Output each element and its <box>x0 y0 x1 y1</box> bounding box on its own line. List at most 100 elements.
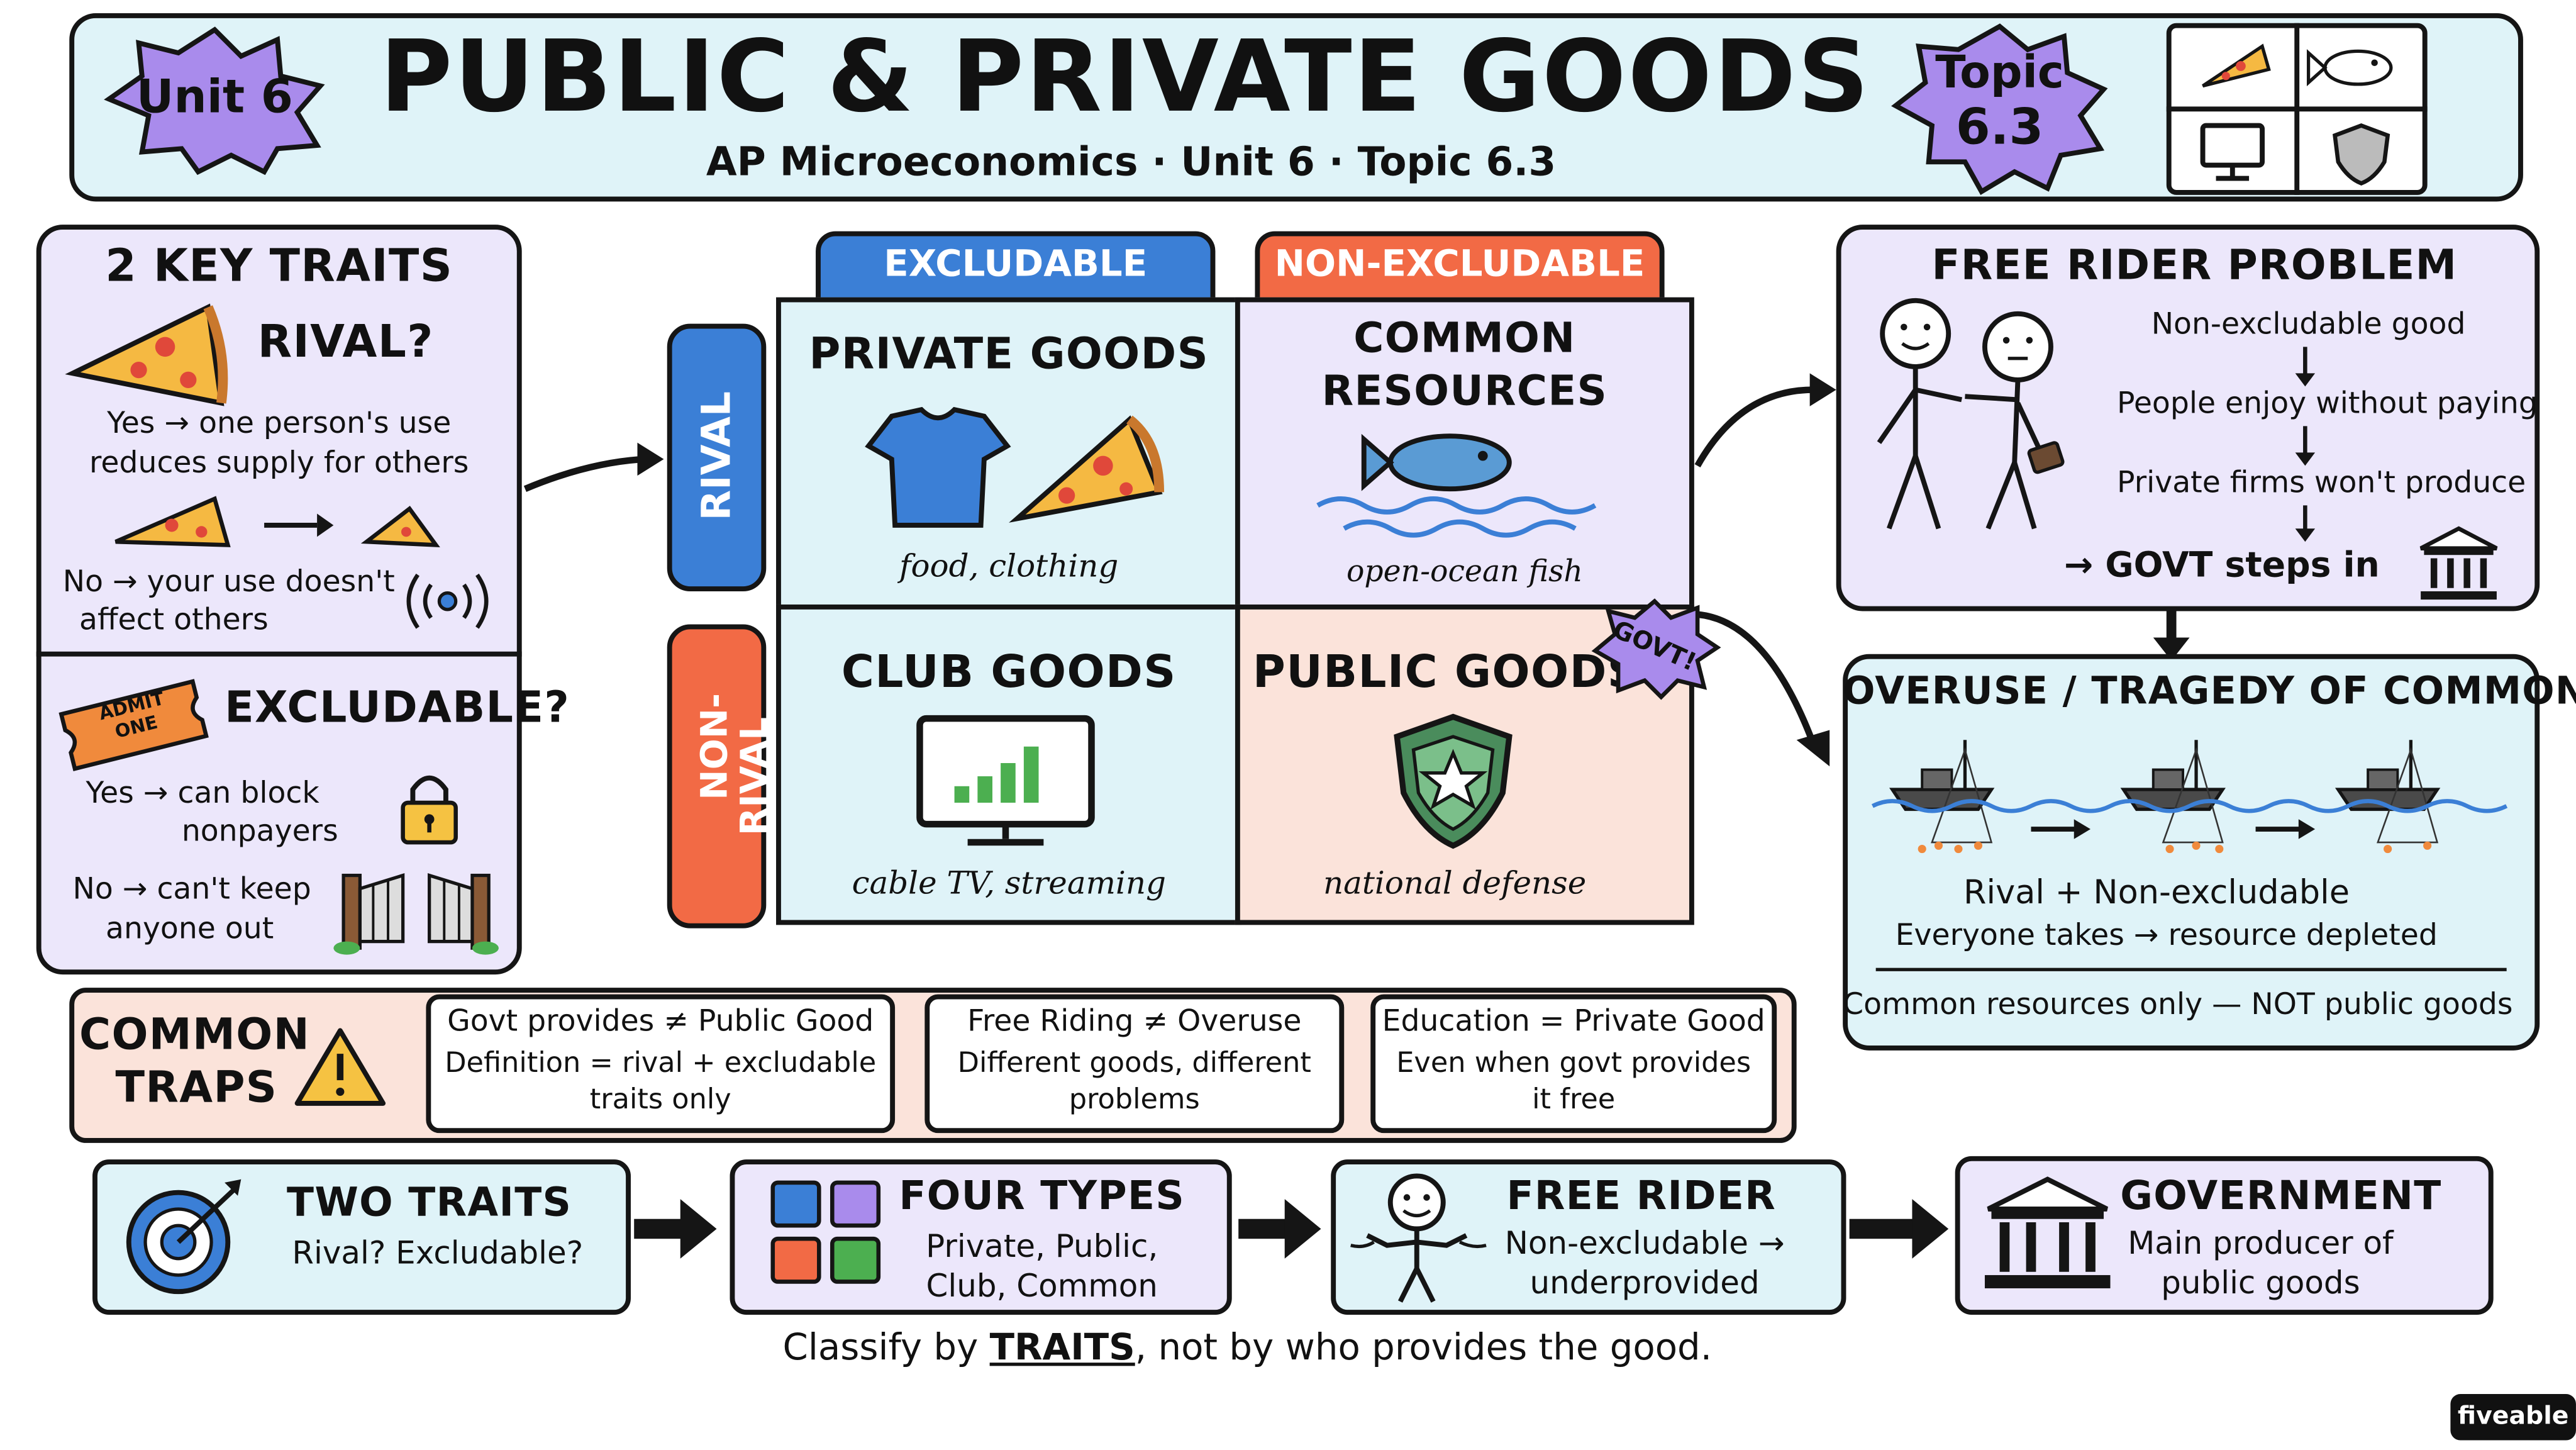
flow-step-4-line-1: Main producer of <box>2128 1225 2394 1262</box>
common-resources-title-2: RESOURCES <box>1321 366 1608 415</box>
pizza-shrinking-icon <box>114 496 440 548</box>
topic-badge-star <box>1891 23 2108 196</box>
unit-badge-star <box>104 26 325 176</box>
common-resources-title-1: COMMON <box>1353 313 1576 362</box>
topic-badge-label-2: 6.3 <box>1955 99 2044 157</box>
trap-3-title: Education = Private Good <box>1382 1004 1765 1039</box>
flow-step-3-title: FREE RIDER <box>1506 1173 1777 1219</box>
arrow-free-rider-to-overuse <box>2153 608 2190 661</box>
trap-1-line-2: traits only <box>589 1083 731 1117</box>
rival-heading: RIVAL? <box>257 317 434 369</box>
rival-yes-text-2: reduces supply for others <box>89 445 469 481</box>
shield-star-icon <box>1394 713 1513 849</box>
flow-step-2-title: FOUR TYPES <box>899 1173 1185 1219</box>
club-goods-example: cable TV, streaming <box>852 865 1166 902</box>
rival-no-text-2: affect others <box>79 603 269 638</box>
unit-badge-label: Unit 6 <box>136 69 293 124</box>
monitor-icon <box>2200 123 2265 181</box>
free-rider-step-1: Non-excludable good <box>2151 307 2466 342</box>
broadcast-icon <box>406 573 489 629</box>
stick-figures-icon <box>1877 298 2065 530</box>
common-resources-example: open-ocean fish <box>1346 555 1583 590</box>
col-header-non-excludable <box>1255 231 1665 308</box>
overuse-line-1: Rival + Non-excludable <box>1963 872 2350 912</box>
icon-grid-art <box>2166 23 2428 195</box>
government-building-icon <box>2419 526 2498 600</box>
ticket-icon <box>58 679 209 771</box>
page-title: PUBLIC & PRIVATE GOODS <box>379 20 1871 136</box>
excl-no-text-1: No → can't keep <box>72 872 311 907</box>
footer-tagline-pre: Classify by <box>782 1327 990 1369</box>
flow-step-3-line-1: Non-excludable → <box>1504 1225 1785 1262</box>
excl-no-text-2: anyone out <box>106 912 274 947</box>
row-header-rival <box>667 323 767 591</box>
tv-icon <box>916 715 1095 846</box>
flow-arrow-2 <box>1238 1199 1321 1259</box>
header-banner <box>69 13 2523 202</box>
footer-tagline-post: , not by who provides the good. <box>1135 1327 1713 1369</box>
free-rider-title: FREE RIDER PROBLEM <box>1931 241 2458 289</box>
row-header-non-rival <box>667 624 767 929</box>
private-goods-title: PRIVATE GOODS <box>809 330 1209 380</box>
fish-icon <box>2306 49 2393 87</box>
flow-arrow-3 <box>1849 1199 1949 1259</box>
overuse-note: Common resources only — NOT public goods <box>1843 988 2513 1023</box>
common-traps-label-2: TRAPS <box>115 1063 278 1113</box>
col-header-excludable-label: EXCLUDABLE <box>884 244 1148 286</box>
row-header-non-rival-label-2: RIVAL <box>735 717 777 836</box>
trap-1-line-1: Definition = rival + excludable <box>445 1047 877 1081</box>
free-rider-step-3: Private firms won't produce <box>2117 466 2526 501</box>
free-rider-flow-arrows <box>2295 347 2316 542</box>
rival-no-text-1: No → your use doesn't <box>62 564 395 600</box>
free-rider-step-2: People enjoy without paying <box>2117 386 2538 421</box>
topic-badge-label-1: Topic <box>1935 48 2064 99</box>
flow-step-1-title: TWO TRAITS <box>287 1179 572 1226</box>
trap-2-title: Free Riding ≠ Overuse <box>967 1004 1302 1039</box>
free-rider-step-4: → GOVT steps in <box>2064 545 2380 585</box>
flow-step-1-line-1: Rival? Excludable? <box>292 1235 584 1272</box>
row-header-non-rival-label-1: NON- <box>695 693 737 800</box>
flow-step-2-line-2: Club, Common <box>926 1268 1158 1305</box>
flow-step-4-title: GOVERNMENT <box>2120 1173 2442 1219</box>
pizza-icon <box>2202 43 2271 88</box>
trap-card-3 <box>1370 994 1777 1134</box>
club-goods-title: CLUB GOODS <box>841 647 1177 699</box>
trap-card-2 <box>924 994 1345 1134</box>
trap-2-line-2: problems <box>1069 1083 1200 1117</box>
pizza-slice-icon <box>65 303 228 406</box>
flow-step-4-line-2: public goods <box>2161 1265 2360 1302</box>
page-subtitle: AP Microeconomics · Unit 6 · Topic 6.3 <box>706 138 1557 186</box>
trap-card-1 <box>426 994 896 1134</box>
government-icon <box>1984 1176 2111 1288</box>
target-icon <box>126 1179 242 1295</box>
common-traps-label-1: COMMON <box>79 1010 311 1061</box>
col-header-excludable <box>816 231 1216 308</box>
fishing-boats-icon <box>1871 740 2508 854</box>
gate-icon <box>333 873 499 955</box>
key-traits-title: 2 KEY TRAITS <box>105 241 453 293</box>
tshirt-pizza-icon <box>865 406 1165 528</box>
arrow-to-overuse <box>1697 611 1830 767</box>
govt-badge-star <box>1591 598 1721 700</box>
footer-tagline: Classify by TRAITS, not by who provides … <box>783 1328 1713 1369</box>
brand-logo-text: fiveable <box>2457 1400 2569 1430</box>
overuse-title: OVERUSE / TRAGEDY OF COMMONS <box>1843 670 2576 714</box>
footer-tagline-emphasis: TRAITS <box>989 1327 1135 1369</box>
cell-private-goods <box>776 297 1242 611</box>
row-header-rival-label: RIVAL <box>693 391 740 521</box>
flow-step-government <box>1955 1156 2494 1315</box>
trap-3-line-2: it free <box>1532 1083 1616 1117</box>
warning-icon <box>294 1028 386 1106</box>
trap-3-line-1: Even when govt provides <box>1396 1047 1752 1081</box>
arrow-to-free-rider <box>1694 373 1836 468</box>
flow-arrow-1 <box>634 1199 717 1259</box>
col-header-non-excludable-label: NON-EXCLUDABLE <box>1274 244 1645 286</box>
trap-1-title: Govt provides ≠ Public Good <box>447 1004 874 1039</box>
flow-step-3-line-2: underprovided <box>1530 1265 1760 1302</box>
brand-logo[interactable] <box>2450 1394 2576 1441</box>
four-squares-icon <box>770 1180 881 1284</box>
public-goods-title: PUBLIC GOODS <box>1252 647 1641 699</box>
flow-step-2-line-1: Private, Public, <box>926 1229 1158 1266</box>
fish-waves-icon <box>1316 433 1597 538</box>
